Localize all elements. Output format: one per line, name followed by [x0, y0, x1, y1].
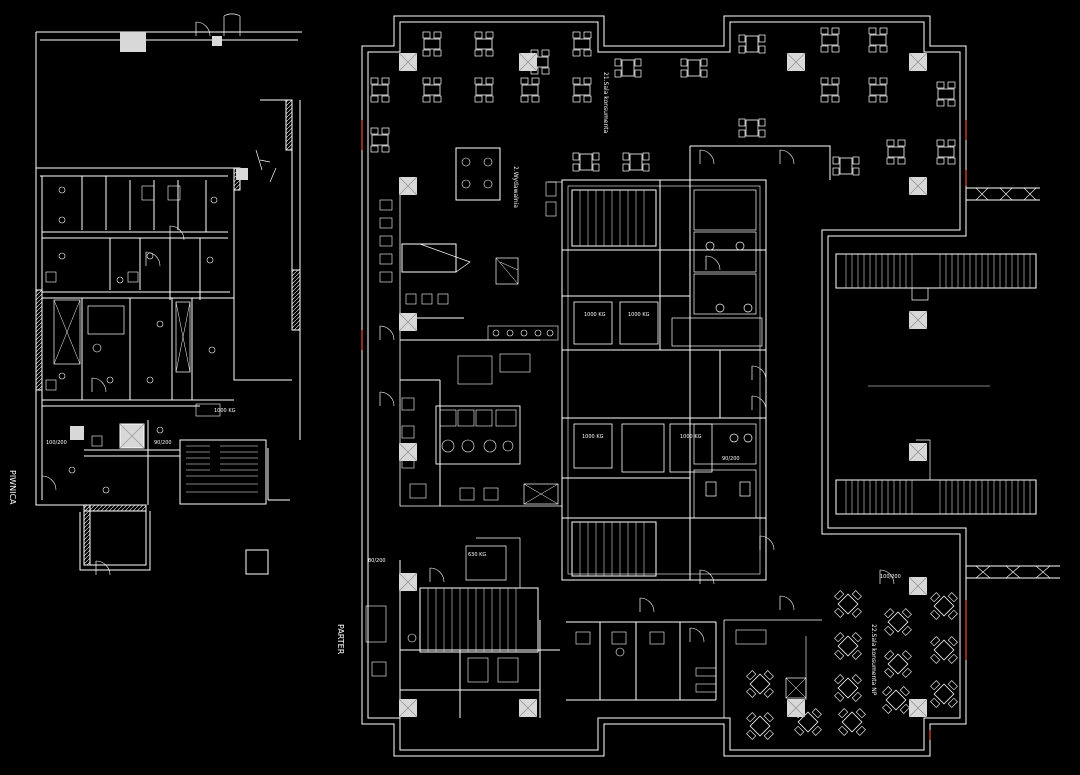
- doors: [379, 149, 895, 643]
- structural-columns: [398, 52, 928, 718]
- room-tag: 1000 KG: [582, 434, 604, 440]
- room-tag: 80/200: [368, 558, 386, 564]
- room-tag: 1000 KG: [584, 312, 606, 318]
- room-label-wydawalnia: 2.Wydawalnia: [512, 166, 519, 208]
- room-tag: 1000 KG: [628, 312, 650, 318]
- svg-text:1000 KG: 1000 KG: [214, 408, 236, 414]
- room-label-sala-1: 21.Sala konsumenta: [602, 72, 609, 134]
- room-tag: 630 KG: [468, 552, 486, 558]
- room-tags: 100/200 90/200 80/200 1000 KG 1000 KG 10…: [368, 312, 901, 580]
- parter-label: PARTER: [336, 624, 345, 655]
- ground-floor-plan: [361, 15, 1060, 757]
- room-tag: 90/200: [722, 456, 740, 462]
- basement-plan: [35, 13, 302, 576]
- room-tag: 100/200: [880, 574, 901, 580]
- svg-text:100/200: 100/200: [46, 440, 67, 446]
- room-label-sala-2: 22.Sala konsumenta NP: [870, 624, 877, 696]
- room-tag: 1000 KG: [680, 434, 702, 440]
- piwnica-label: PIWNICA: [8, 470, 17, 505]
- svg-text:90/200: 90/200: [154, 440, 172, 446]
- basement-room-tags: 100/200 90/200 1000 KG: [46, 408, 236, 446]
